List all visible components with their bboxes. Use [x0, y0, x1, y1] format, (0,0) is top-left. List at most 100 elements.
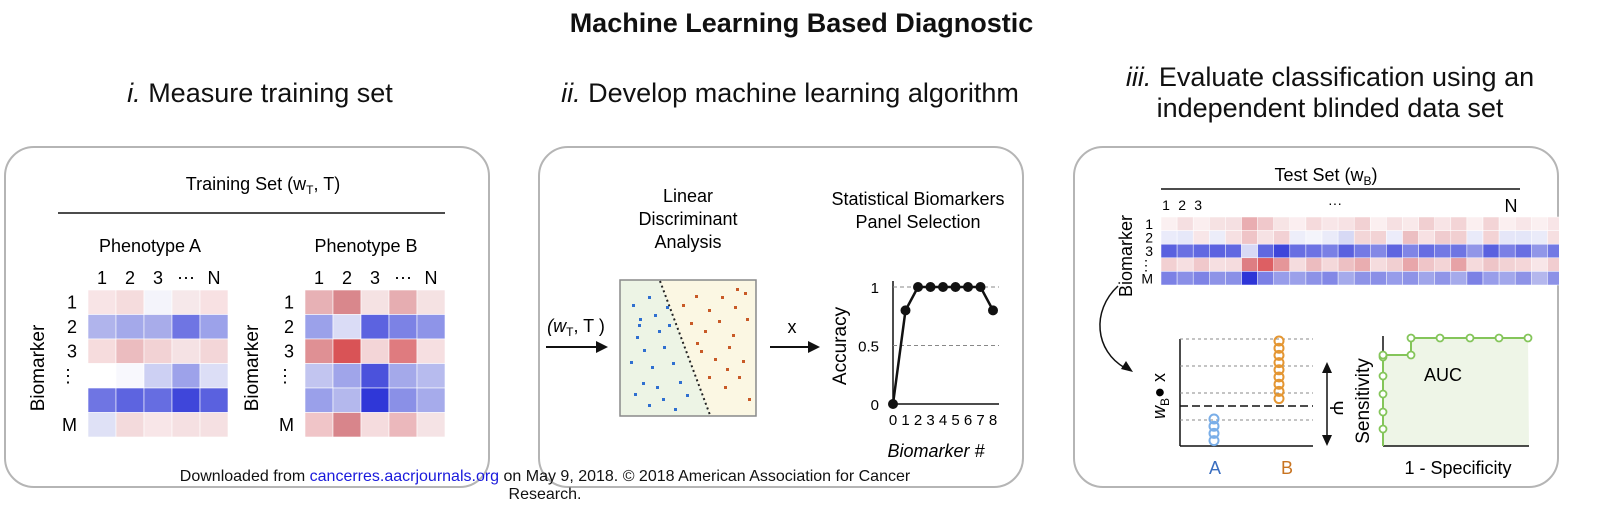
heatmap-a-cell — [143, 338, 173, 364]
class-a-point — [1208, 420, 1220, 432]
heatmap-a-cell — [87, 412, 117, 438]
heatmap-a-cell — [143, 387, 173, 413]
test-set-cell — [1450, 271, 1468, 286]
heatmap-b-cell — [416, 289, 446, 315]
test-set-cell — [1176, 271, 1194, 286]
roc-point — [1378, 389, 1388, 399]
class-b-point — [1273, 349, 1285, 361]
test-set-cell — [1531, 230, 1548, 245]
test-set-cell — [1434, 230, 1452, 245]
lda-point-blue — [643, 349, 646, 352]
lda-point-red — [695, 295, 698, 298]
test-set-cell — [1370, 230, 1387, 245]
test-set-heatmap — [1160, 216, 1559, 286]
chart-x-label: Biomarker # — [887, 441, 985, 461]
heatmap-a-cell — [199, 363, 229, 389]
auc-label: AUC — [1424, 365, 1462, 385]
heatmap-a-cell — [171, 314, 201, 340]
heatmap-a-cell — [87, 338, 117, 364]
test-set-y-label: Biomarker — [1116, 215, 1136, 297]
heatmap-a-cell — [87, 314, 117, 340]
test-set-cell — [1337, 230, 1355, 245]
roc-point — [1378, 407, 1388, 417]
heatmap-b-row-label: 3 — [284, 341, 294, 361]
heatmap-b-cell — [416, 314, 446, 340]
test-set-cell — [1386, 230, 1403, 245]
heatmap-a-cell — [143, 289, 173, 315]
heatmap-b-cell — [360, 338, 390, 364]
test-set-cell — [1241, 216, 1258, 231]
test-set-cell — [1353, 216, 1371, 231]
lda-point-red — [734, 306, 737, 309]
test-set-cell — [1241, 271, 1258, 286]
test-set-cell — [1176, 216, 1194, 231]
heatmap-a-y-label: Biomarker — [28, 324, 49, 411]
lda-point-blue — [662, 398, 665, 401]
roc-point — [1523, 333, 1533, 343]
test-set-cell — [1386, 257, 1403, 272]
lda-point-blue — [639, 318, 642, 321]
chart-point — [888, 399, 898, 409]
chart-point — [913, 282, 923, 292]
roc-point — [1378, 350, 1388, 360]
class-b-point — [1273, 378, 1285, 390]
heatmap-b-cell — [388, 387, 418, 413]
test-set-cell — [1305, 216, 1323, 231]
test-set-cell — [1514, 257, 1532, 272]
test-set-cell — [1386, 216, 1403, 231]
test-set-cell — [1273, 243, 1291, 259]
lda-point-blue — [634, 393, 637, 396]
test-set-cell — [1209, 257, 1226, 272]
test-set-cell — [1514, 230, 1532, 245]
test-set-cell — [1466, 257, 1484, 272]
chart-point — [975, 282, 986, 292]
footer-line2: Research. — [508, 486, 582, 503]
test-set-cell — [1402, 243, 1419, 259]
roc-point — [1406, 333, 1416, 343]
test-set-cell — [1466, 230, 1484, 245]
test-set-cell — [1450, 230, 1468, 245]
lda-point-red — [738, 376, 741, 379]
test-set-cell — [1370, 243, 1387, 259]
heatmap-b-row-label: M — [279, 415, 294, 435]
roc-curve — [1378, 333, 1533, 447]
roc-point — [1494, 333, 1504, 343]
chart-x-tick: 2 — [914, 412, 922, 429]
heatmap-b-cell — [332, 338, 362, 364]
heatmap-b-col-label: 3 — [370, 268, 380, 288]
heatmap-a-row-label: 3 — [67, 341, 77, 361]
heatmap-a-row-label: 1 — [67, 292, 77, 312]
footer-link[interactable]: cancerres.aacrjournals.org — [309, 468, 500, 485]
chart-point — [988, 305, 998, 316]
test-set-cell — [1402, 271, 1419, 286]
heatmap-b-cell — [304, 289, 334, 315]
test-set-cell — [1498, 257, 1516, 272]
psi-label: Ψ — [1326, 400, 1346, 415]
test-set-cell — [1160, 230, 1178, 245]
test-set-cell — [1418, 257, 1435, 272]
lda-point-blue — [656, 386, 659, 389]
lda-point-red — [724, 386, 727, 389]
test-set-cell — [1450, 243, 1468, 259]
auc-area — [1383, 338, 1529, 446]
test-set-cell — [1257, 243, 1274, 259]
figure-title: Machine Learning Based Diagnostic — [569, 8, 1034, 38]
lda-label-line2: Discriminant — [638, 209, 737, 229]
chart-point — [938, 282, 948, 292]
test-set-cell — [1418, 216, 1435, 231]
roc-x-label: 1 - Specificity — [1404, 458, 1511, 478]
chart-point — [963, 282, 973, 292]
test-set-cell — [1418, 230, 1435, 245]
test-set-cell — [1321, 230, 1339, 245]
test-set-cell — [1482, 243, 1500, 259]
heatmap-a-cell — [171, 363, 201, 389]
class-a-point — [1208, 435, 1220, 447]
lda-point-red — [696, 342, 699, 345]
chart-y-tick: 1 — [871, 280, 879, 297]
input-arrowhead — [596, 341, 608, 353]
class-b-point — [1273, 385, 1285, 397]
heatmap-a-row-label: M — [62, 415, 77, 435]
heatmap-a-cell — [143, 412, 173, 438]
